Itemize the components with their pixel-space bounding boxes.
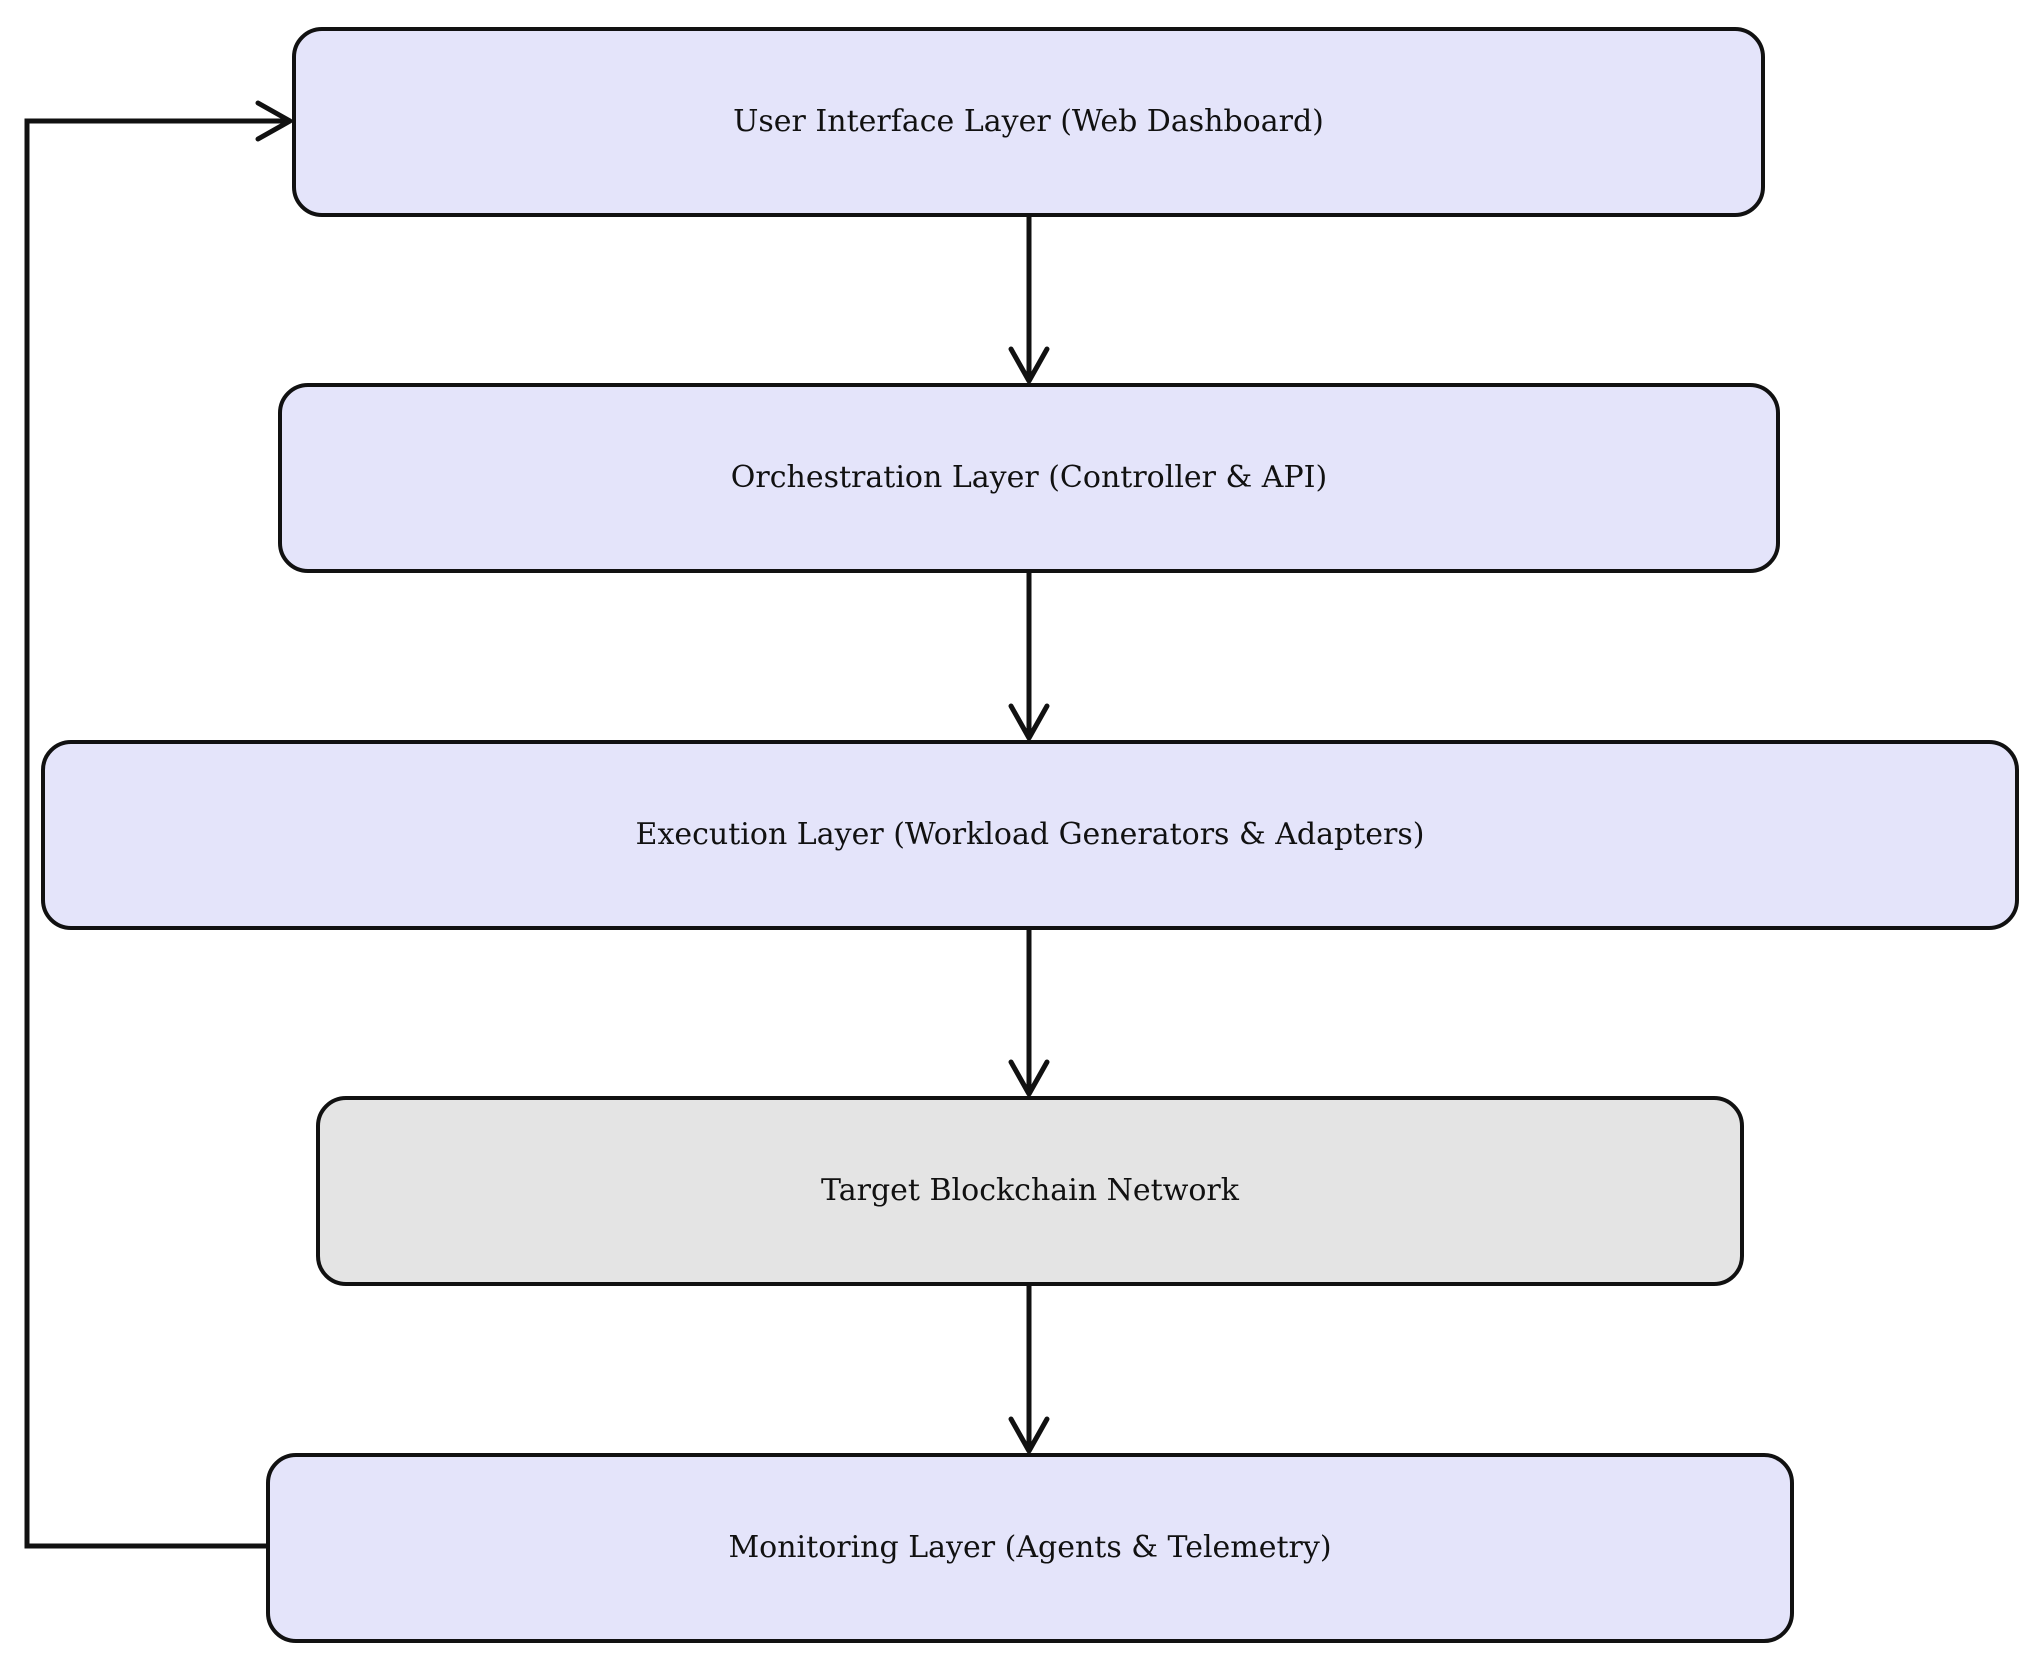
monitoring-layer-box: Monitoring Layer (Agents & Telemetry) — [266, 1453, 1794, 1643]
target-blockchain-network-box: Target Blockchain Network — [316, 1096, 1744, 1286]
arrowhead-monitoring-to-ui — [255, 100, 293, 142]
user-interface-layer-box: User Interface Layer (Web Dashboard) — [292, 27, 1765, 217]
orchestration-layer-box: Orchestration Layer (Controller & API) — [278, 383, 1780, 573]
arrowhead-network-to-monitoring — [1008, 1416, 1050, 1454]
execution-layer-box: Execution Layer (Workload Generators & A… — [41, 740, 2019, 930]
arrowhead-execution-to-network — [1008, 1059, 1050, 1097]
arrow-monitoring-to-ui — [24, 118, 288, 1549]
arrowhead-orchestration-to-execution — [1008, 703, 1050, 741]
arrowhead-ui-to-orchestration — [1008, 346, 1050, 384]
